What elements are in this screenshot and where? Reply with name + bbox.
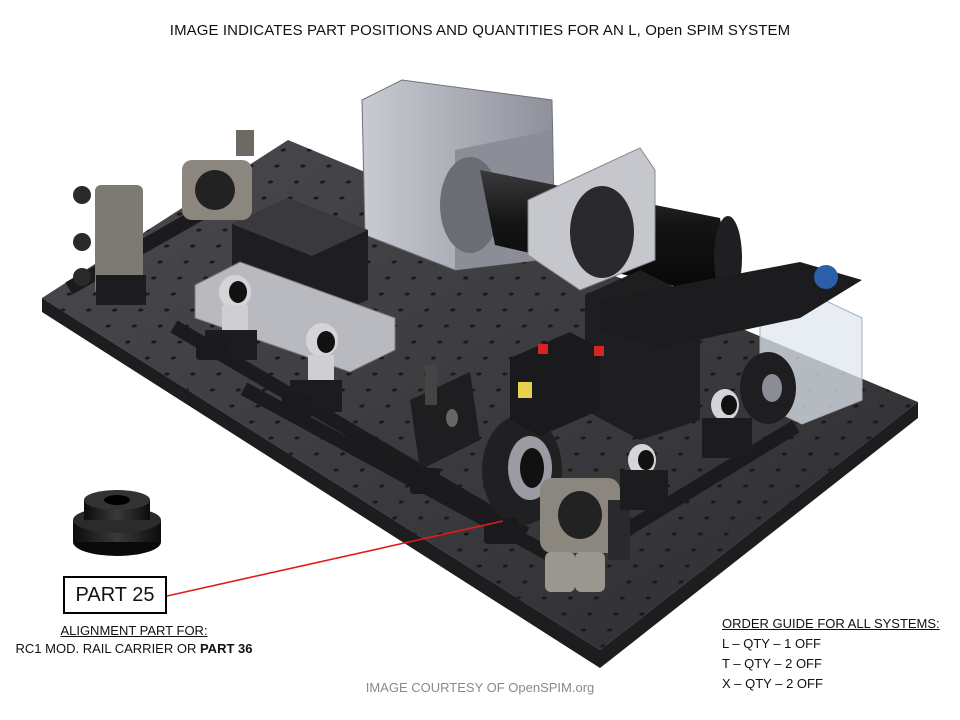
part-25-label: PART 25 <box>63 576 167 614</box>
order-guide-line-t: T – QTY – 2 OFF <box>722 656 822 671</box>
image-credit: IMAGE COURTESY OF OpenSPIM.org <box>365 680 595 695</box>
part-25-text: PART 25 <box>75 583 155 606</box>
sample-chamber <box>740 297 863 425</box>
order-guide-heading: ORDER GUIDE FOR ALL SYSTEMS: <box>722 616 940 631</box>
kinematic-mount-left <box>73 185 146 305</box>
order-guide: ORDER GUIDE FOR ALL SYSTEMS: L – QTY – 1… <box>722 614 940 694</box>
order-guide-line-x: X – QTY – 2 OFF <box>722 676 823 691</box>
alignment-heading: ALIGNMENT PART FOR: <box>60 623 208 638</box>
stage-arm <box>600 262 862 348</box>
alignment-text-bold: PART 36 <box>199 641 253 656</box>
part-25-illustration <box>73 490 161 556</box>
slit-mount <box>410 365 480 470</box>
order-guide-line-l: L – QTY – 1 OFF <box>722 636 821 651</box>
alignment-text-plain: RC1 MOD. RAIL CARRIER OR <box>15 641 200 656</box>
lens-mount-4 <box>702 389 752 458</box>
rail-carriers <box>196 336 518 544</box>
kinematic-mount-front <box>540 478 630 592</box>
lens-mount-3 <box>620 444 668 510</box>
page-title: IMAGE INDICATES PART POSITIONS AND QUANT… <box>169 22 791 39</box>
leader-line <box>166 520 504 597</box>
alignment-text: RC1 MOD. RAIL CARRIER OR PART 36 <box>0 641 268 656</box>
kinematic-mount-rear <box>182 130 254 220</box>
